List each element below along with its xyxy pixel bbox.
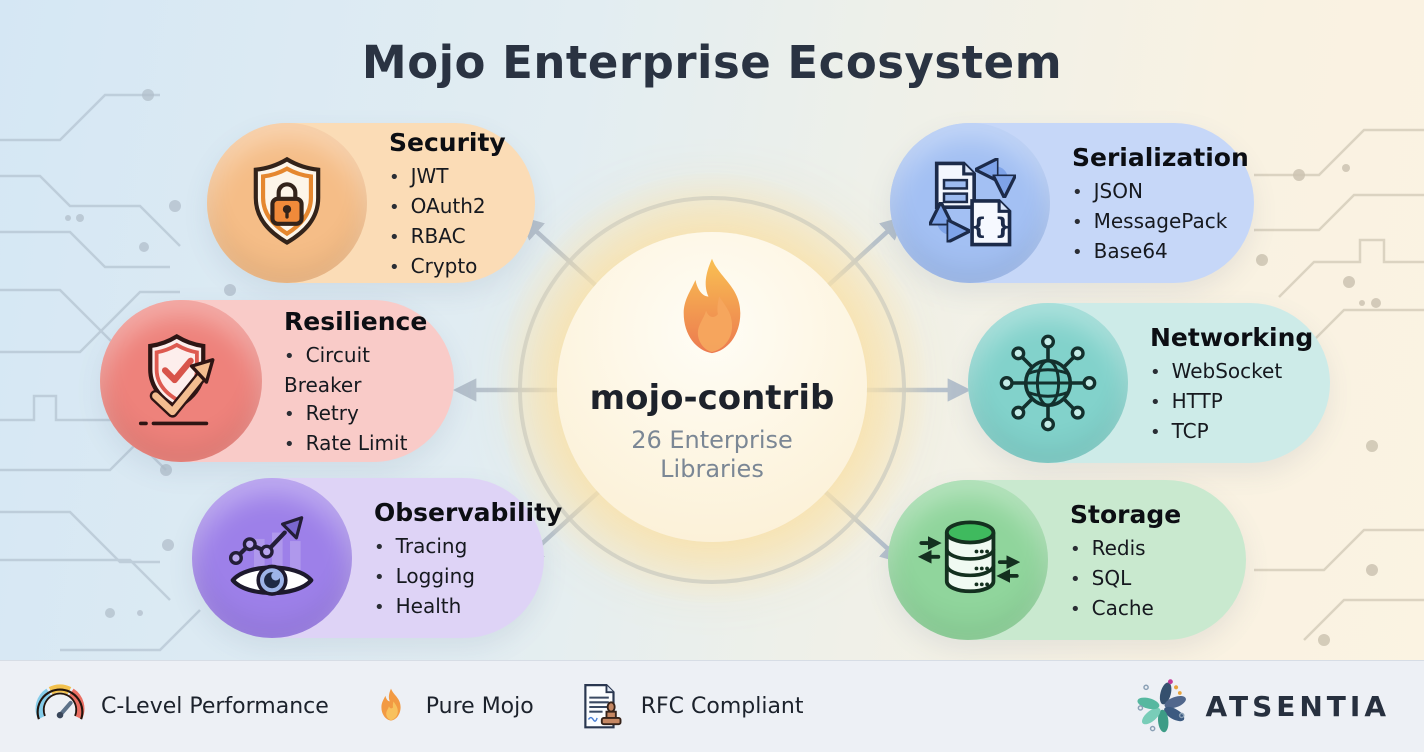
category-serialization: { } Serialization JSONMessagePackBase64 — [890, 123, 1254, 283]
feature-item: Rate Limit — [284, 429, 434, 459]
category-title: Observability — [374, 498, 563, 527]
badge-label: RFC Compliant — [640, 694, 804, 719]
category-observability: Observability TracingLoggingHealth — [192, 478, 562, 638]
feature-list: Circuit BreakerRetryRate Limit — [284, 341, 434, 459]
feature-item: Cache — [1070, 594, 1181, 624]
feature-item: JSON — [1072, 177, 1249, 207]
observability-icon-circle — [192, 478, 352, 638]
storage-icon-circle — [888, 480, 1048, 640]
hub-mojo-contrib: mojo-contrib 26 Enterprise Libraries — [557, 232, 867, 542]
category-title: Resilience — [284, 307, 428, 336]
documents-swap-icon: { } — [918, 151, 1022, 247]
feature-item: Logging — [374, 562, 562, 592]
feature-item: Health — [374, 592, 562, 622]
feature-item: HTTP — [1150, 387, 1313, 417]
category-networking: Networking WebSocketHTTPTCP — [968, 303, 1330, 463]
shield-lock-icon — [253, 156, 321, 245]
mojo-flame-icon — [683, 258, 741, 354]
database-icon — [917, 520, 1021, 594]
feature-item: Redis — [1070, 534, 1181, 564]
feature-list: WebSocketHTTPTCP — [1150, 357, 1313, 447]
networking-icon-circle — [968, 303, 1128, 463]
badge-c-level-performance: C-Level Performance — [34, 681, 329, 733]
badge-pure-mojo: Pure Mojo — [371, 683, 534, 731]
category-title: Networking — [1150, 323, 1314, 352]
category-storage: Storage RedisSQLCache — [888, 480, 1246, 640]
hub-name: mojo-contrib — [589, 378, 835, 418]
shield-check-arrow-icon — [138, 333, 215, 426]
category-title: Storage — [1070, 500, 1182, 529]
page-title: Mojo Enterprise Ecosystem — [361, 36, 1063, 89]
category-resilience: Resilience Circuit BreakerRetryRate Limi… — [100, 300, 454, 462]
brand-atsentia: ATSENTIA — [1131, 677, 1390, 737]
feature-item: Circuit Breaker — [284, 341, 434, 399]
category-title: Security — [389, 128, 506, 157]
resilience-icon-circle — [100, 300, 262, 462]
category-security: Security JWTOAuth2RBACCrypto — [207, 123, 535, 283]
badge-label: C-Level Performance — [101, 694, 329, 719]
flame-icon — [381, 688, 401, 721]
category-title: Serialization — [1072, 143, 1249, 172]
brand-name: ATSENTIA — [1205, 690, 1390, 723]
hub-subtitle: 26 Enterprise Libraries — [631, 426, 793, 484]
eye-chart-icon — [228, 516, 314, 596]
gauge-icon — [35, 683, 85, 720]
feature-list: TracingLoggingHealth — [374, 532, 562, 622]
feature-item: Retry — [284, 399, 434, 429]
feature-item: MessagePack — [1072, 207, 1249, 237]
globe-network-icon — [999, 334, 1097, 432]
feature-item: JWT — [389, 162, 506, 192]
badge-rfc-compliant: RFC Compliant — [576, 680, 804, 734]
feature-item: Base64 — [1072, 237, 1249, 267]
feature-item: WebSocket — [1150, 357, 1313, 387]
footer-bar: C-Level Performance Pure Mojo — [0, 660, 1424, 752]
feature-item: OAuth2 — [389, 192, 506, 222]
atsentia-logo-icon — [1137, 678, 1187, 732]
feature-item: TCP — [1150, 417, 1313, 447]
feature-list: JWTOAuth2RBACCrypto — [389, 162, 506, 282]
feature-list: JSONMessagePackBase64 — [1072, 177, 1249, 267]
svg-text:{ }: { } — [971, 214, 1012, 240]
feature-item: SQL — [1070, 564, 1181, 594]
badge-label: Pure Mojo — [425, 694, 534, 719]
feature-item: Tracing — [374, 532, 562, 562]
feature-list: RedisSQLCache — [1070, 534, 1181, 624]
feature-item: Crypto — [389, 252, 506, 282]
document-stamp-icon — [584, 683, 622, 728]
security-icon-circle — [207, 123, 367, 283]
serialization-icon-circle: { } — [890, 123, 1050, 283]
feature-item: RBAC — [389, 222, 506, 252]
